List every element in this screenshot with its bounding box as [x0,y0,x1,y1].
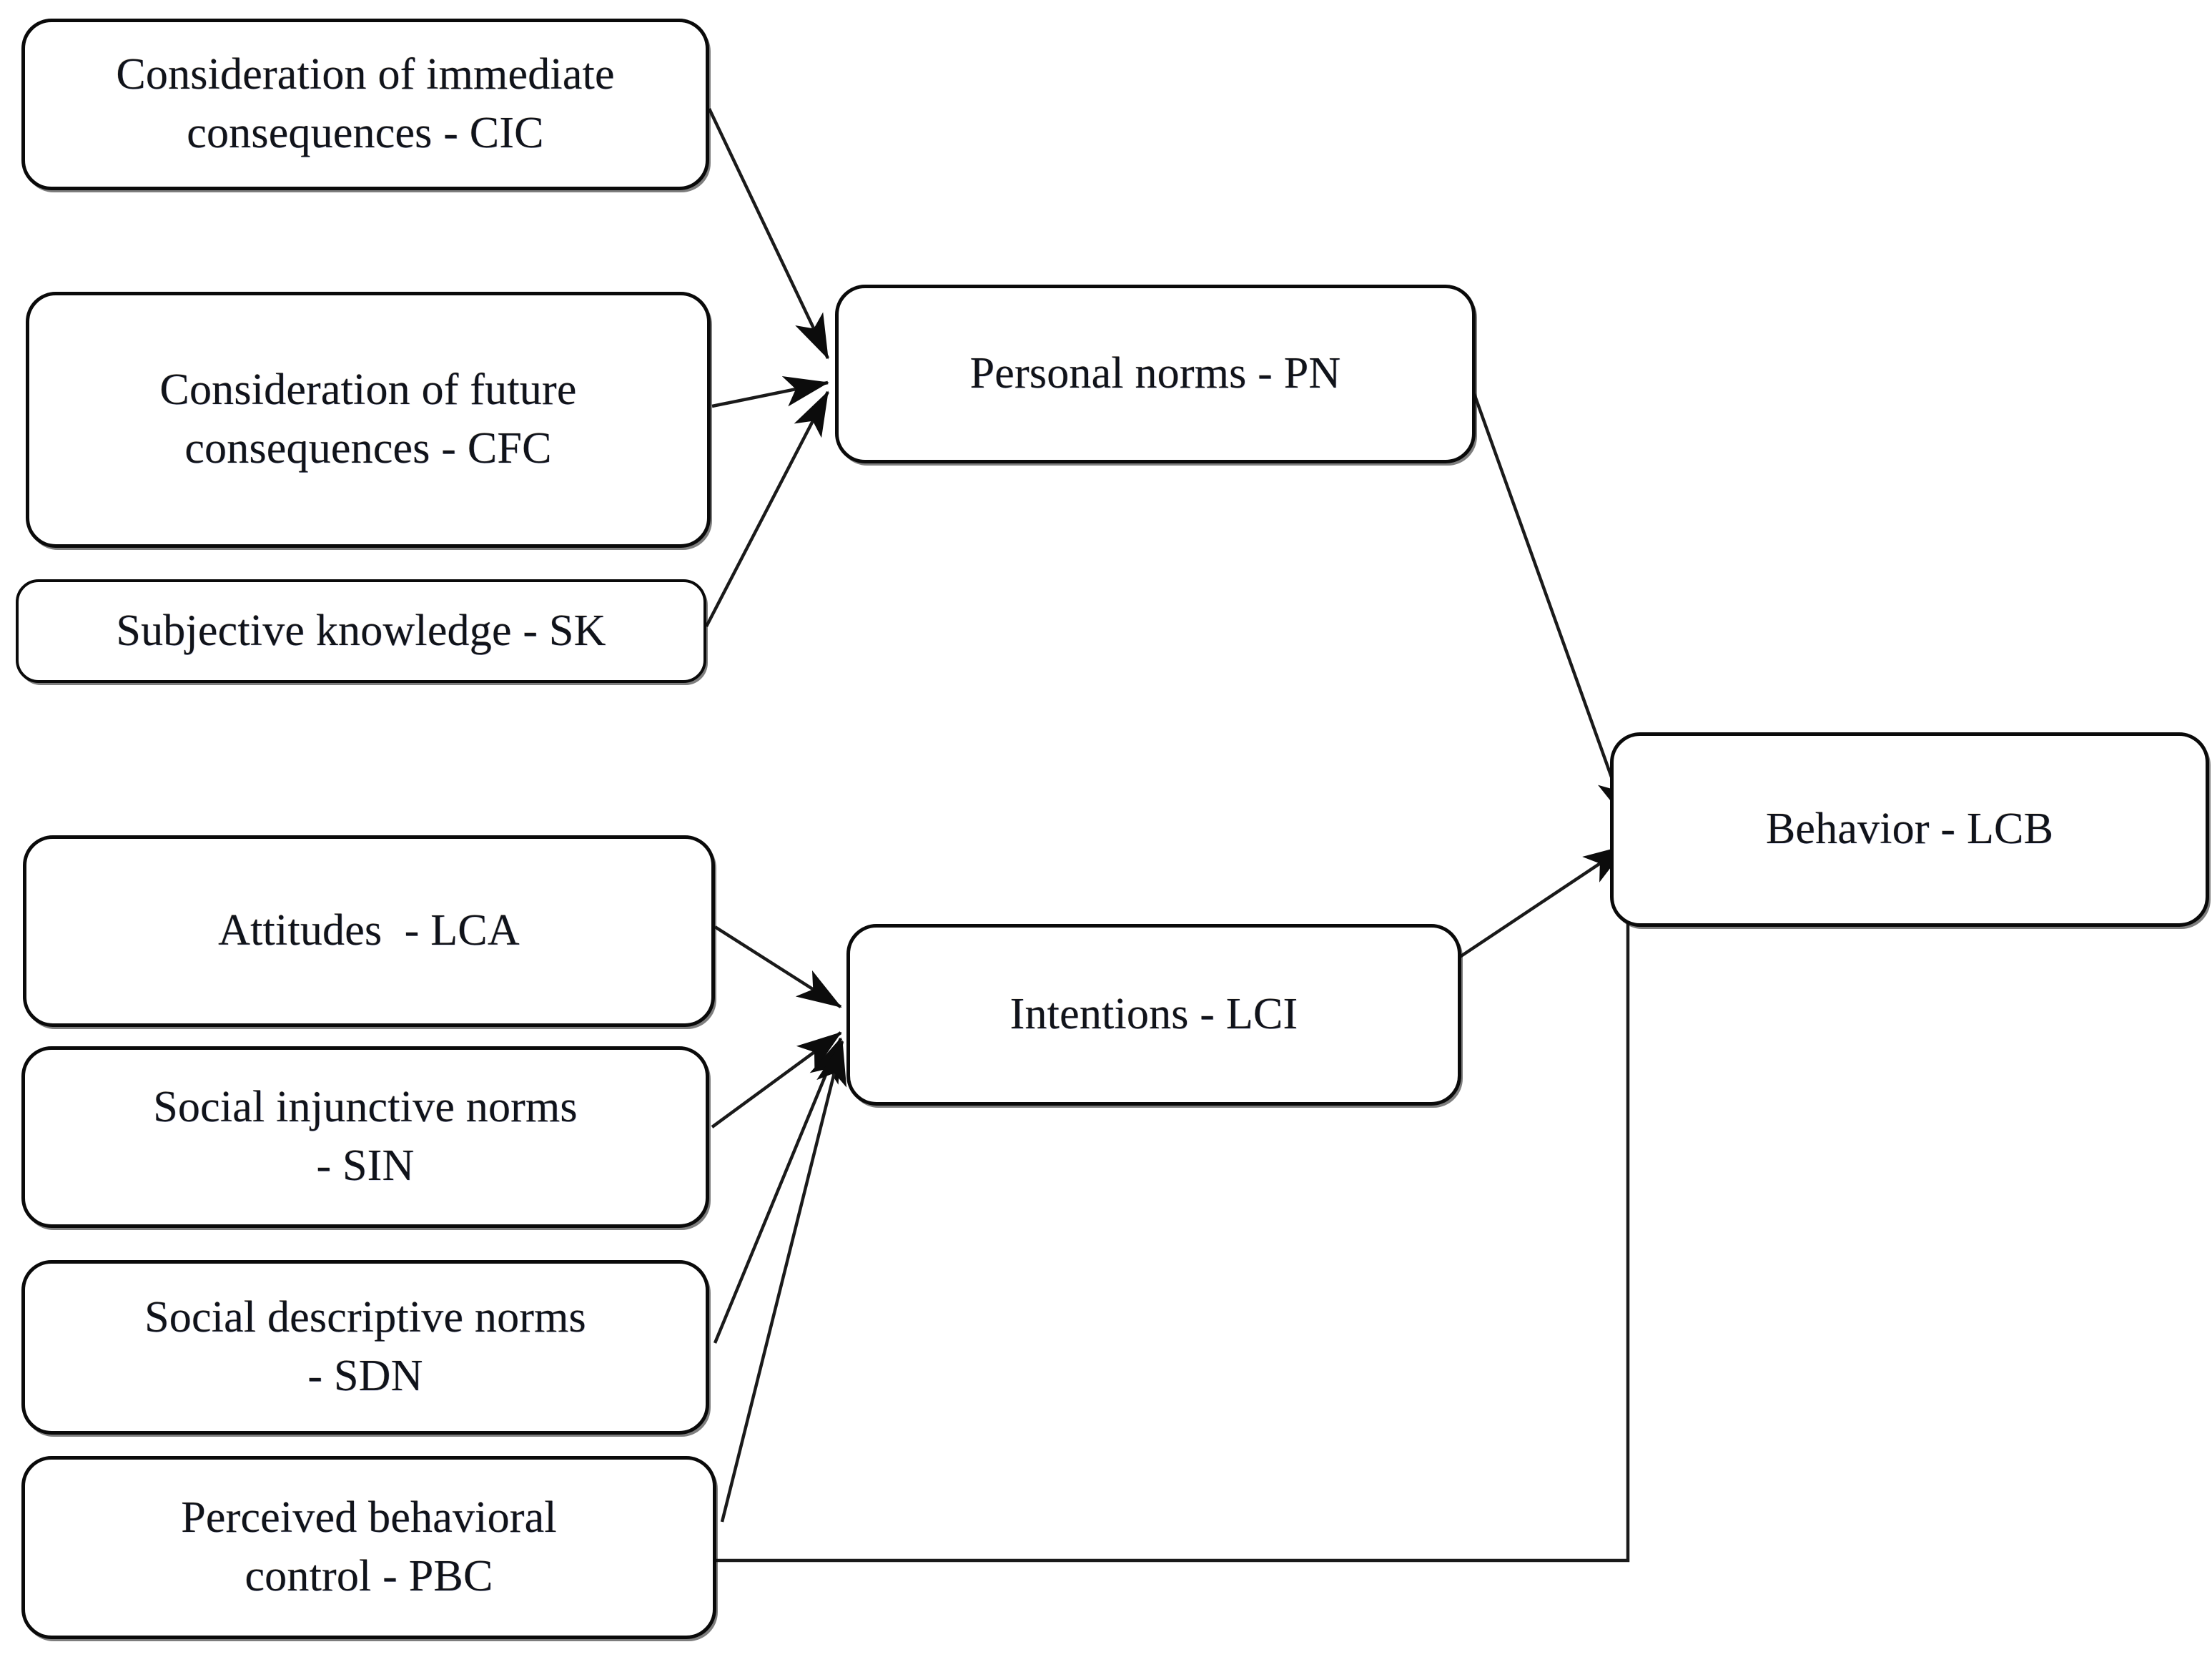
node-lcb[interactable]: Behavior - LCB [1610,732,2209,927]
node-sin[interactable]: Social injunctive norms- SIN [21,1046,709,1228]
edge-sin-to-lci [711,1031,842,1129]
edge-pbc-to-lci [720,1040,847,1523]
node-sk[interactable]: Subjective knowledge - SK [16,579,706,683]
node-sin-label: Social injunctive norms- SIN [153,1083,578,1190]
node-lci-label: Intentions - LCI [1009,990,1298,1039]
node-sdn[interactable]: Social descriptive norms- SDN [21,1260,709,1435]
edge-sk-to-pn [705,390,829,628]
edge-sdn-to-lci [713,1037,843,1344]
edge-pn-to-lcb [1461,361,1629,822]
node-lca[interactable]: Attitudes - LCA [23,835,715,1027]
node-lci[interactable]: Intentions - LCI [846,924,1461,1106]
edge-cic-to-pn [707,108,830,360]
edge-cfc-to-pn [711,376,829,408]
node-sdn-label: Social descriptive norms- SDN [144,1293,586,1400]
edge-pbc-to-lcb [716,832,1630,1563]
node-lcb-label: Behavior - LCB [1765,805,2054,854]
edge-lci-to-lcb [1450,844,1629,964]
node-pn[interactable]: Personal norms - PN [835,285,1476,463]
node-pn-label: Personal norms - PN [969,349,1341,398]
node-sk-label: Subjective knowledge - SK [116,606,606,655]
edge-lca-to-lci [714,925,842,1008]
node-lca-label: Attitudes - LCA [218,906,520,955]
